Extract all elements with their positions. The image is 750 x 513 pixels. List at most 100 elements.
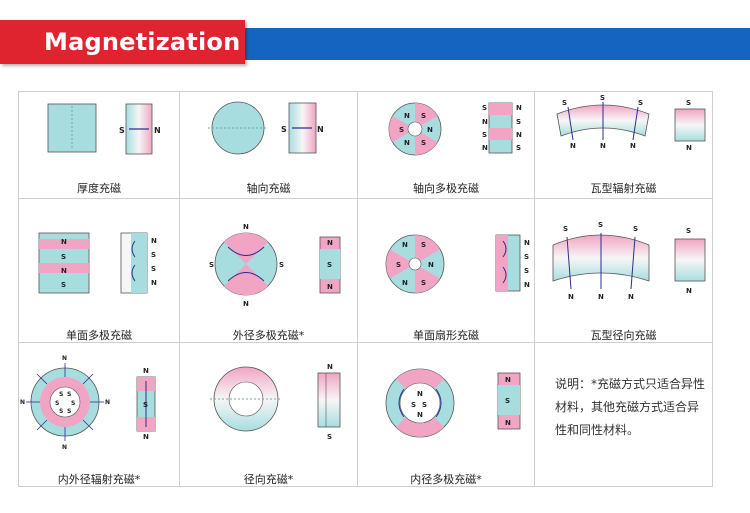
svg-text:S: S <box>600 94 605 102</box>
svg-text:N: N <box>630 142 636 150</box>
svg-text:S: S <box>524 253 529 261</box>
cell-caption: 外径多极充磁* <box>232 329 305 342</box>
svg-text:S: S <box>279 261 284 269</box>
svg-text:N: N <box>327 363 333 371</box>
svg-text:S: S <box>411 401 416 409</box>
header-red-tab: Magnetization <box>0 20 245 64</box>
svg-text:S: S <box>562 99 567 107</box>
svg-text:S: S <box>482 131 487 139</box>
svg-text:N: N <box>20 399 25 406</box>
svg-text:N: N <box>482 118 488 126</box>
svg-text:S: S <box>686 227 691 235</box>
svg-text:S: S <box>563 225 568 233</box>
svg-text:S: S <box>421 279 426 287</box>
svg-text:N: N <box>61 238 67 246</box>
svg-text:N: N <box>524 239 530 247</box>
axial-diagram: S N <box>208 101 324 155</box>
svg-text:S: S <box>327 261 332 269</box>
svg-text:N: N <box>600 142 606 150</box>
svg-text:S: S <box>399 126 404 134</box>
svg-text:N: N <box>327 283 333 291</box>
svg-text:S: S <box>516 144 521 152</box>
svg-text:S: S <box>71 400 75 407</box>
svg-text:N: N <box>417 411 423 419</box>
svg-text:S: S <box>638 99 643 107</box>
svg-text:N: N <box>686 287 692 295</box>
svg-text:S: S <box>505 397 510 405</box>
svg-text:S: S <box>524 267 529 275</box>
svg-text:N: N <box>402 241 408 249</box>
svg-text:S: S <box>151 251 156 259</box>
svg-text:S: S <box>281 125 287 134</box>
header-bar: Magnetization <box>0 20 750 64</box>
svg-text:S: S <box>633 225 638 233</box>
svg-text:S: S <box>686 99 691 107</box>
svg-text:S: S <box>59 408 63 415</box>
svg-text:S: S <box>119 126 125 135</box>
svg-text:S: S <box>67 391 71 398</box>
svg-text:N: N <box>151 237 157 245</box>
thickness-diagram: S N <box>47 103 161 155</box>
svg-text:S: S <box>67 408 71 415</box>
svg-text:S: S <box>61 253 66 261</box>
cell-caption: 轴向多极充磁 <box>413 182 479 195</box>
svg-text:N: N <box>524 281 530 289</box>
svg-text:S: S <box>421 139 426 147</box>
svg-text:S: S <box>422 401 427 409</box>
svg-text:N: N <box>327 239 333 247</box>
svg-text:S: S <box>421 112 426 120</box>
cell-axial: S N 轴向充磁 <box>180 92 358 199</box>
svg-text:N: N <box>143 433 149 441</box>
svg-text:N: N <box>482 144 488 152</box>
cell-thickness: S N 厚度充磁 <box>19 92 180 199</box>
svg-text:N: N <box>568 293 574 301</box>
svg-text:S: S <box>151 265 156 273</box>
note-text: 说明：*充磁方式只适合异性材料，其他充磁方式适合异性和同性材料。 <box>555 377 706 437</box>
cell-caption: 单面多极充磁 <box>66 329 132 342</box>
svg-text:N: N <box>516 131 522 139</box>
cell-caption: 内外径辐射充磁* <box>57 473 141 486</box>
svg-text:N: N <box>427 126 433 134</box>
svg-text:N: N <box>505 419 511 427</box>
svg-text:N: N <box>62 355 67 362</box>
cell-caption: 轴向充磁 <box>246 182 291 195</box>
svg-text:N: N <box>243 300 249 308</box>
svg-text:N: N <box>404 112 410 120</box>
cell-tile-radial: S S S N N N S N 瓦型辐射充磁 <box>535 92 713 199</box>
svg-text:N: N <box>686 144 692 152</box>
svg-text:S: S <box>598 221 603 229</box>
svg-text:N: N <box>570 142 576 150</box>
svg-text:N: N <box>151 279 157 287</box>
cell-caption: 瓦型辐射充磁 <box>590 182 657 195</box>
svg-text:N: N <box>417 390 423 398</box>
svg-text:S: S <box>421 241 426 249</box>
svg-text:S: S <box>59 391 63 398</box>
svg-text:N: N <box>143 367 149 375</box>
radial-diagram: NS <box>210 363 341 441</box>
svg-text:N: N <box>61 267 67 275</box>
cell-note <box>535 343 713 487</box>
svg-text:S: S <box>55 400 59 407</box>
cell-caption: 内径多极充磁* <box>410 473 482 486</box>
cell-caption: 厚度充磁 <box>77 182 121 195</box>
cell-caption: 单面扇形充磁 <box>413 329 479 342</box>
cell-caption: 径向充磁* <box>243 473 294 486</box>
page-title: Magnetization <box>44 28 241 56</box>
svg-text:S: S <box>396 261 401 269</box>
svg-text:N: N <box>516 104 522 112</box>
svg-text:N: N <box>154 126 161 135</box>
